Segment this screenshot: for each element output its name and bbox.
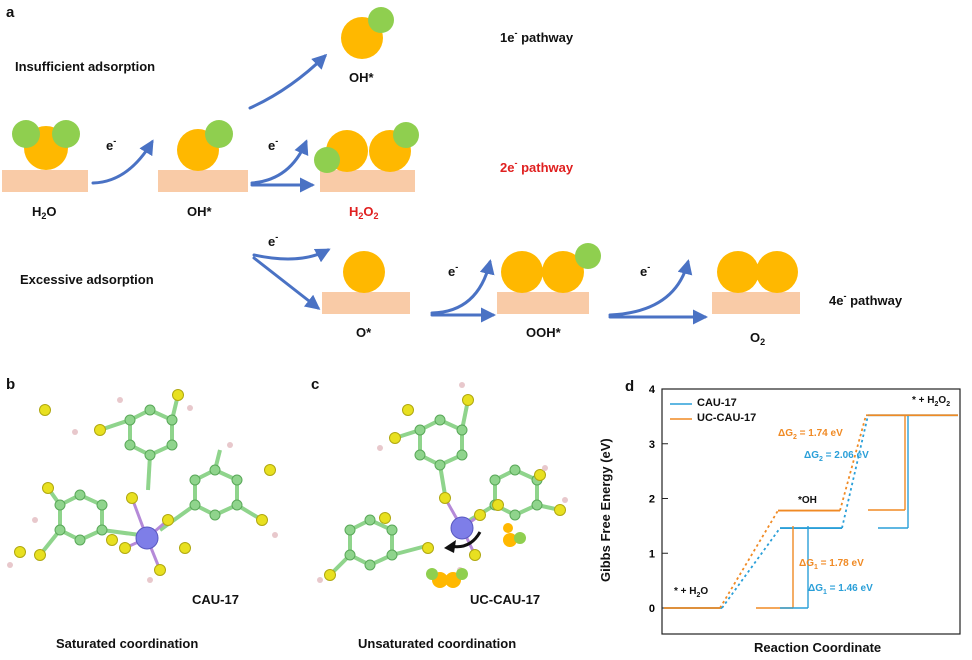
substrate-o2 [712,292,800,314]
y-tick-label: 0 [649,603,655,615]
substrate-oh [158,170,248,192]
electron-label: e- [640,262,651,279]
hydrogen-atom [52,120,80,148]
substrate-h2o2 [320,170,415,192]
y-tick-label: 4 [649,384,656,396]
excessive-adsorption-label: Excessive adsorption [20,272,154,287]
hydrogen-atom [12,120,40,148]
reaction-arrow [250,139,309,185]
y-tick-label: 2 [649,494,655,506]
cau17-structure [7,389,278,583]
dg2-cau-label: ΔG2 = 2.06 eV [804,450,869,463]
uc-cau17-structure [317,382,568,588]
pathway-2e-label: 2e- pathway [500,158,574,175]
energy-connector-uc-cau17 [839,415,867,511]
dg1-cau-label: ΔG1 = 1.46 eV [808,583,873,596]
oxygen-atom [717,251,759,293]
hydrogen-atom [575,243,601,269]
electron-label: e- [106,136,117,153]
electron-label: e- [268,136,279,153]
state-label-h2o2: * + H2O2 [912,395,951,408]
reaction-arrow [248,53,328,110]
species-o-label: O* [356,325,372,340]
species-o2-label: O2 [750,330,766,347]
state-label-h2o: * + H2O [674,586,709,599]
oxygen-atom [542,251,584,293]
saturated-caption: Saturated coordination [56,636,199,651]
energy-connector-uc-cau17 [719,510,779,609]
cau17-name: CAU-17 [192,592,239,607]
oxygen-atom [343,251,385,293]
substrate-o [322,292,410,314]
reaction-arrow [252,248,331,263]
uc-cau17-name: UC-CAU-17 [470,592,541,607]
reaction-arrow [91,139,154,185]
species-ooh-label: OOH* [526,325,561,340]
substrate-ooh [497,292,589,314]
species-oh-label: OH* [187,204,212,219]
pathway-4e-label: 4e- pathway [829,291,903,308]
y-tick-label: 3 [649,439,655,451]
species-oh-released-label: OH* [349,70,374,85]
x-axis-label: Reaction Coordinate [754,640,882,655]
insufficient-adsorption-label: Insufficient adsorption [15,59,156,74]
legend-entry-cau17: CAU-17 [697,397,737,409]
electron-label: e- [268,232,279,249]
panel-letter-a: a [6,4,15,21]
plot-frame [661,388,961,635]
hydrogen-atom [314,147,340,173]
pathway-1e-label: 1e- pathway [500,28,574,45]
panel-letter-d: d [625,378,635,395]
reaction-arrow [252,256,321,310]
reaction-arrow [430,259,495,315]
y-axis: 0 1 2 3 4 [649,384,668,615]
state-label-oh: *OH [798,495,817,506]
species-h2o-label: H2O [32,204,57,221]
legend-entry-uc-cau17: UC-CAU-17 [697,412,757,424]
chart-legend [670,403,692,420]
substrate-h2o [2,170,88,192]
energy-connectors [719,415,869,609]
dg1-uc-label: ΔG1 = 1.78 eV [799,558,864,571]
unsaturated-caption: Unsaturated coordination [358,636,517,651]
hydrogen-atom [205,120,233,148]
energy-levels [664,414,958,609]
panel-letter-c: c [311,376,320,393]
hydrogen-atom [368,7,394,33]
panel-letter-b: b [6,376,16,393]
oxygen-atom [756,251,798,293]
y-tick-label: 1 [649,548,655,560]
delta-g-brackets [756,416,909,609]
dg2-uc-label: ΔG2 = 1.74 eV [778,428,843,441]
energy-connector-cau17 [841,415,869,529]
species-h2o2-label: H2O2 [349,204,379,221]
oxygen-atom [501,251,543,293]
reaction-arrow [608,259,693,317]
hydrogen-atom [393,122,419,148]
energy-connector-cau17 [721,527,781,609]
electron-label: e- [448,262,459,279]
